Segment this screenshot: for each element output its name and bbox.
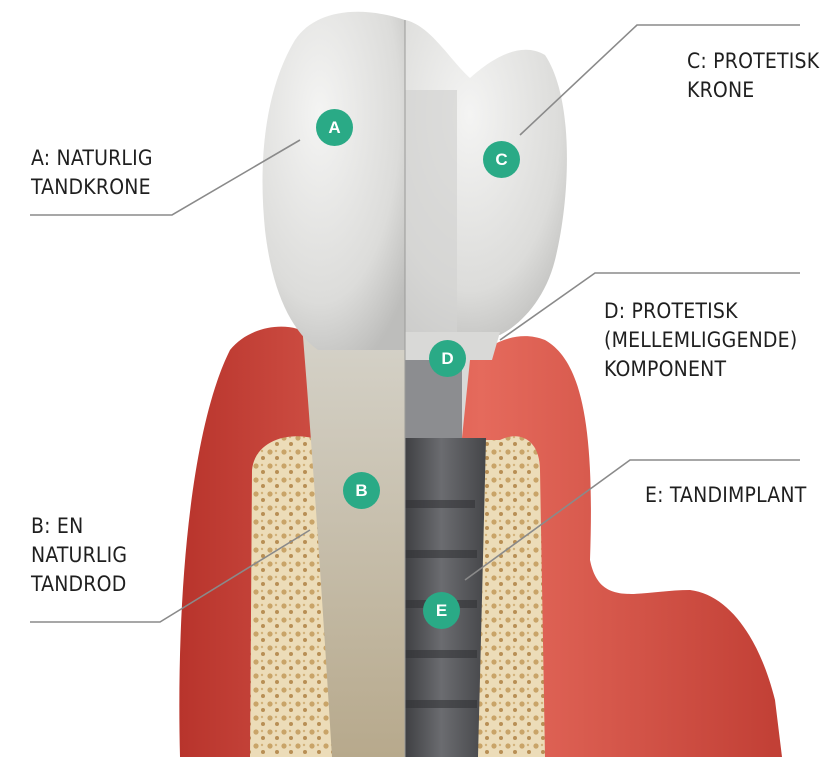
label-e-implant: E: TANDIMPLANT <box>645 481 806 510</box>
marker-d: D <box>429 340 466 377</box>
natural-crown <box>263 12 405 350</box>
label-b-natural-root: B: EN NATURLIG TANDROD <box>31 512 127 599</box>
label-a-natural-crown: A: NATURLIG TANDKRONE <box>31 144 153 202</box>
label-d-abutment: D: PROTETISK (MELLEMLIGGENDE) KOMPONENT <box>604 297 797 384</box>
marker-a: A <box>316 109 353 146</box>
label-c-prosthetic-crown: C: PROTETISK KRONE <box>687 47 819 105</box>
crown-screw-channel <box>405 90 457 335</box>
marker-b: B <box>343 472 380 509</box>
marker-c: C <box>483 141 520 178</box>
marker-e: E <box>423 592 460 629</box>
